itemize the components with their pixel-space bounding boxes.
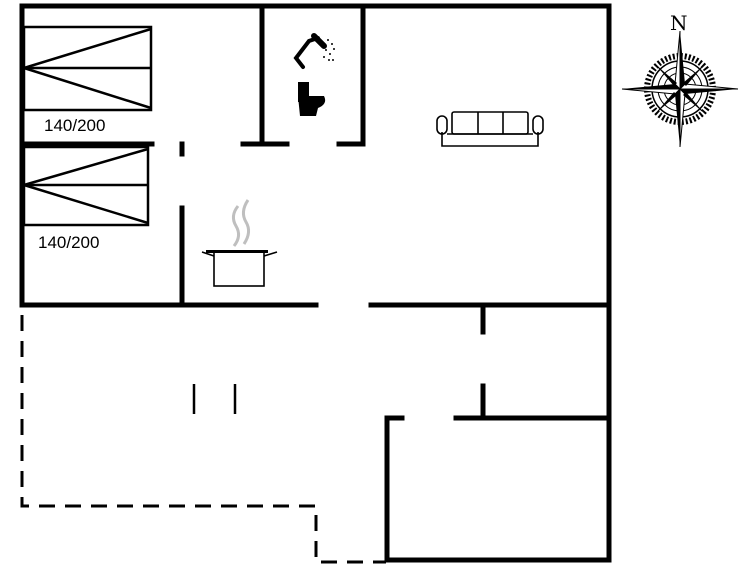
compass-north-label: N — [670, 11, 688, 35]
bed-size-label: 140/200 — [38, 233, 99, 252]
cooking-pot-icon — [201, 199, 278, 287]
terrace-outline — [20, 315, 386, 564]
bed-size-label: 140/200 — [44, 116, 105, 135]
interior-walls — [19, 5, 612, 421]
compass-rose-icon — [621, 30, 739, 148]
bed-icon — [22, 145, 150, 227]
shower-icon — [293, 33, 335, 69]
exterior-walls — [19, 3, 612, 563]
sofa-icon — [436, 111, 544, 147]
toilet-icon — [298, 82, 326, 116]
bed-icon — [22, 25, 153, 112]
